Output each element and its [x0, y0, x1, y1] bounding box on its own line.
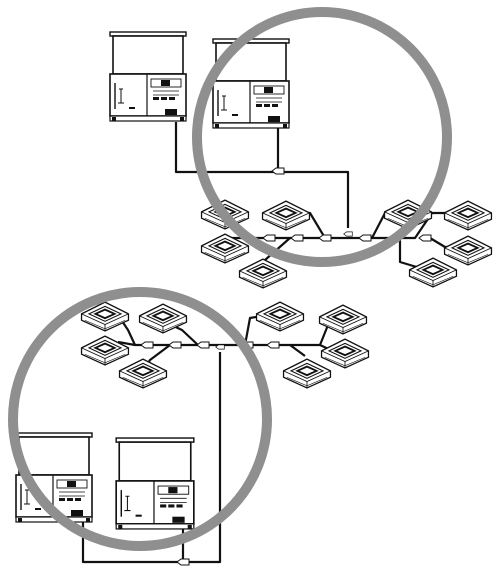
riser-pipe-bottom	[183, 352, 222, 564]
refnet-joint-icon	[196, 341, 210, 349]
branch-pipe-right-bottom	[220, 314, 351, 357]
refnet-joint-icon	[290, 234, 304, 242]
refnet-joint-icon	[140, 341, 154, 349]
riser-pipe-top	[278, 170, 350, 228]
refnet-joint-icon	[318, 234, 332, 242]
cassette-indoor-unit-icon	[443, 235, 493, 266]
highlight-ring-bottom	[8, 287, 272, 551]
cassette-indoor-unit-icon	[282, 358, 332, 389]
cassette-indoor-unit-icon	[443, 200, 493, 231]
refnet-joint-icon	[358, 234, 372, 242]
refnet-joint-icon	[343, 231, 353, 237]
outdoor-unit-icon	[115, 437, 195, 530]
refnet-joint-icon	[168, 341, 182, 349]
branch-pipe-right-top	[348, 211, 460, 270]
system-bottom	[8, 287, 370, 566]
outdoor-unit-icon	[109, 31, 187, 122]
refnet-joint-icon	[418, 234, 432, 242]
cassette-indoor-unit-icon	[255, 301, 305, 332]
main-pipe-top	[174, 122, 280, 174]
refnet-joint-icon	[176, 558, 190, 566]
highlight-ring-top	[192, 7, 452, 267]
refnet-joint-icon	[266, 341, 280, 349]
cassette-indoor-unit-icon	[80, 335, 130, 366]
cassette-indoor-unit-icon	[408, 257, 458, 288]
branch-pipe-left-bottom	[117, 317, 220, 369]
cassette-indoor-unit-icon	[118, 358, 168, 389]
cassette-indoor-unit-icon	[238, 258, 288, 289]
system-top	[109, 7, 493, 289]
cassette-indoor-unit-icon	[261, 200, 311, 231]
refnet-joint-icon	[262, 234, 276, 242]
cassette-indoor-unit-icon	[320, 338, 370, 369]
